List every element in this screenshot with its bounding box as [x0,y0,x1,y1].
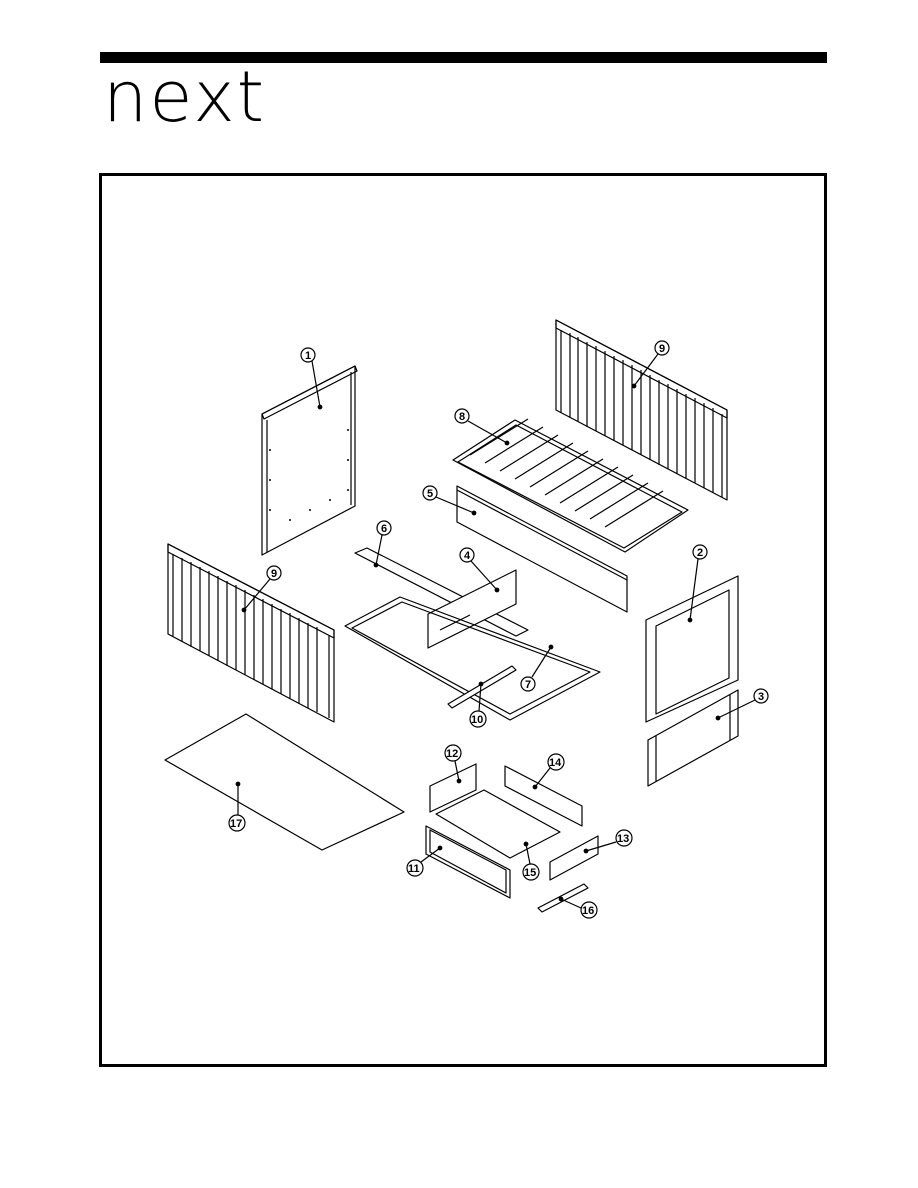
svg-text:1: 1 [305,350,311,362]
svg-text:4: 4 [464,550,471,562]
svg-text:9: 9 [659,343,665,355]
svg-text:12: 12 [446,748,458,760]
svg-text:7: 7 [525,679,531,691]
svg-text:3: 3 [758,691,764,703]
callout-8: 8 [455,409,509,445]
part-9-slat-panel-lower [168,544,334,722]
svg-text:11: 11 [408,863,420,875]
part-1-headboard [262,366,357,555]
part-10-leg-rail [448,666,516,708]
svg-text:2: 2 [697,547,703,559]
callout-15: 14 [533,754,564,789]
part-13-drawer-side [550,836,598,880]
callout-16: 16 [559,897,597,918]
part-4-support [428,570,516,648]
callout-11: 11 [407,846,442,876]
svg-text:14: 14 [549,757,562,769]
svg-text:5: 5 [427,488,433,500]
svg-text:9: 9 [271,568,277,580]
part-17-base-board [165,714,404,850]
svg-text:15: 15 [524,867,536,879]
svg-text:13: 13 [617,833,629,845]
svg-text:17: 17 [230,818,242,830]
svg-text:8: 8 [459,411,465,423]
svg-text:6: 6 [381,523,387,535]
callout-4: 4 [460,548,499,592]
svg-text:16: 16 [582,905,594,917]
svg-text:10: 10 [471,714,483,726]
